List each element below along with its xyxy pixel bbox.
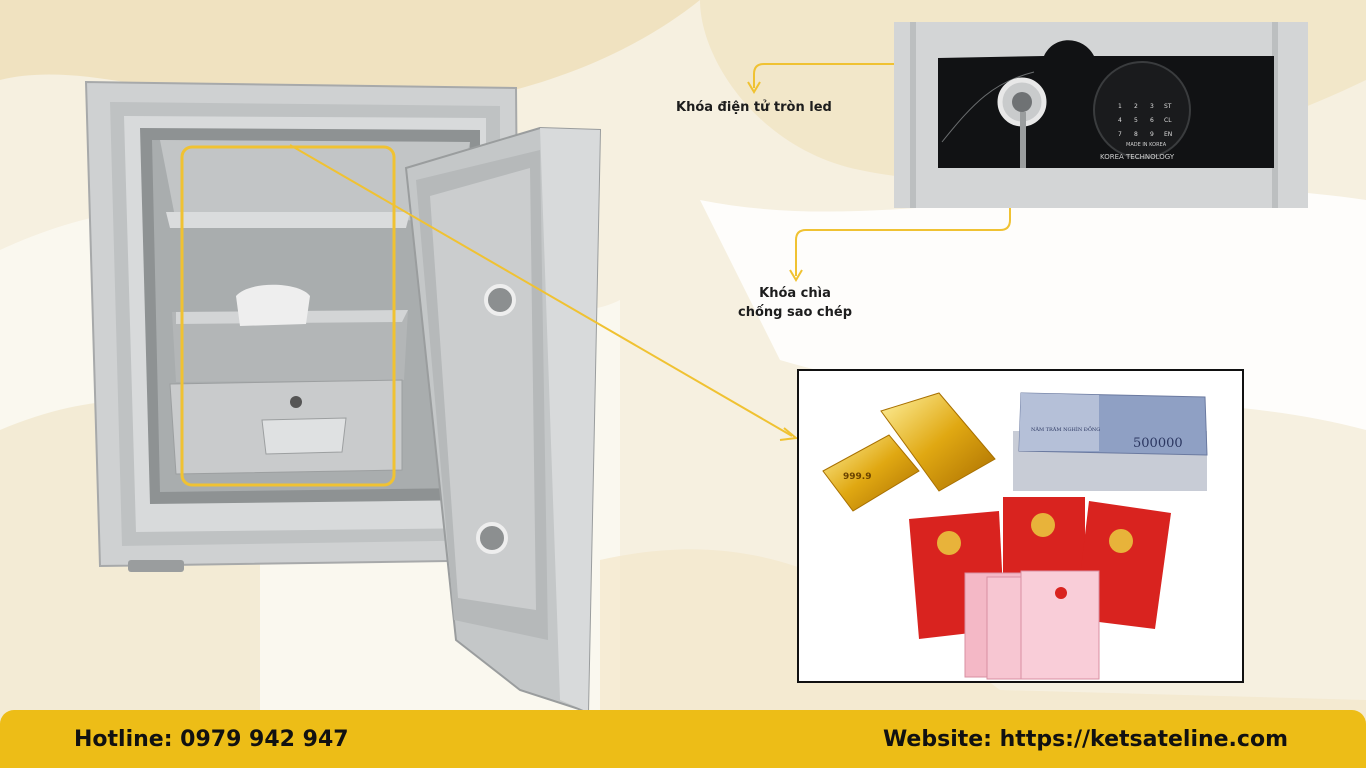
made-in-text: MADE IN KOREA — [1126, 142, 1167, 148]
hotline-text[interactable]: Hotline: 0979 942 947 — [74, 727, 349, 752]
key-lock-label-line2: chống sao chép — [737, 305, 853, 320]
banknote-value: 500000 — [1133, 436, 1183, 451]
keypad: 1 2 3 ST 4 5 6 CL 7 8 9 EN — [1118, 103, 1172, 138]
keypad-key: EN — [1164, 131, 1172, 138]
keypad-key: 1 — [1118, 103, 1122, 110]
keypad-key: 8 — [1134, 131, 1138, 138]
keypad-key: 2 — [1134, 103, 1138, 110]
electronic-lock-label: Khóa điện tử tròn led — [676, 100, 832, 115]
lock-closeup-photo: KOREA TECHNOLOGY MADE IN KOREA 1 2 3 ST … — [894, 22, 1308, 208]
keypad-key: 6 — [1150, 117, 1154, 124]
brand-text: KOREA TECHNOLOGY — [1100, 153, 1175, 161]
keypad-key: CL — [1164, 117, 1172, 124]
valuables-box: 999.9 500000 NĂM TRĂM NGHÌN ĐỒNG — [797, 369, 1244, 683]
keypad-key: 9 — [1150, 131, 1154, 138]
lock-panel-graphic: KOREA TECHNOLOGY MADE IN KOREA 1 2 3 ST … — [894, 22, 1308, 208]
website-link[interactable]: Website: https://ketsateline.com — [882, 727, 1288, 752]
valuables-graphic: 999.9 500000 NĂM TRĂM NGHÌN ĐỒNG — [822, 392, 1208, 680]
gold-stamp: 999.9 — [843, 472, 871, 482]
keypad-key: 7 — [1118, 131, 1122, 138]
keypad-key: 5 — [1134, 117, 1138, 124]
keypad-key: 3 — [1150, 103, 1154, 110]
keypad-key: 4 — [1118, 117, 1122, 124]
banknote-words: NĂM TRĂM NGHÌN ĐỒNG — [1031, 424, 1100, 433]
key-lock-label: Khóa chìa chống sao chép — [730, 284, 860, 322]
footer-bar: Hotline: 0979 942 947 Website: https://k… — [0, 710, 1366, 768]
keypad-key: ST — [1164, 103, 1172, 110]
key-lock-label-line1: Khóa chìa — [759, 286, 831, 301]
